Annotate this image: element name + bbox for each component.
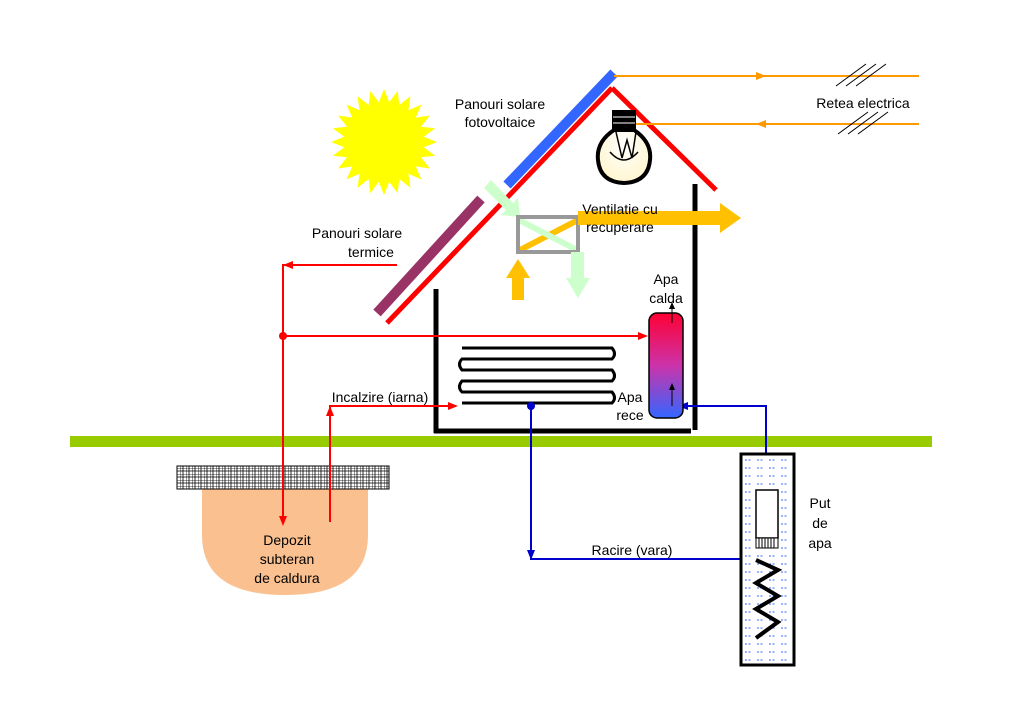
vent-cool-arrow-in <box>484 180 520 217</box>
water-well <box>739 452 796 667</box>
label-ventilation-2: recuperare <box>586 219 654 235</box>
ventilation-unit <box>484 180 741 300</box>
label-storage-2: subteran <box>260 551 314 567</box>
ground-line <box>70 436 932 447</box>
label-storage-3: de caldura <box>254 570 320 586</box>
cold-pipe-arrowheads <box>527 402 758 563</box>
label-well-1: Put <box>809 495 830 511</box>
well-pump <box>755 489 779 539</box>
vent-cool-arrow-down <box>566 252 590 298</box>
well-pump-strainer <box>755 537 779 549</box>
recuperator-box <box>516 215 580 254</box>
label-storage-1: Depozit <box>263 532 311 548</box>
label-pv-panels-2: fotovoltaice <box>465 114 536 130</box>
label-hot-water-1: Apa <box>654 271 679 287</box>
thermal-panel <box>373 195 485 317</box>
light-bulb-icon <box>595 110 653 186</box>
label-cooling: Racire (vara) <box>592 542 673 558</box>
sun-icon <box>331 89 437 195</box>
label-thermal-panels-2: termice <box>348 244 394 260</box>
hot-water-tank <box>648 302 684 419</box>
floor-heating-coil <box>458 346 616 405</box>
label-cold-water-2: rece <box>616 407 643 423</box>
vent-warm-arrow-out <box>578 203 741 233</box>
label-well-3: apa <box>808 535 832 551</box>
heat-pipe-arrowheads <box>279 261 648 526</box>
roof <box>385 86 718 325</box>
label-hot-water-2: calda <box>649 290 683 306</box>
label-thermal-panels-1: Panouri solare <box>312 225 402 241</box>
label-pv-panels-1: Panouri solare <box>455 96 545 112</box>
label-grid: Retea electrica <box>816 95 910 111</box>
label-well-2: de <box>812 515 828 531</box>
vent-warm-arrow-up <box>506 259 530 300</box>
grid-hatch-marks <box>835 63 889 135</box>
label-cold-water-1: Apa <box>618 389 643 405</box>
well-heat-exchanger <box>752 558 783 640</box>
pv-panel <box>503 69 618 189</box>
label-heating: Incalzire (iarna) <box>332 389 428 405</box>
label-ventilation-1: Ventilatie cu <box>582 201 658 217</box>
